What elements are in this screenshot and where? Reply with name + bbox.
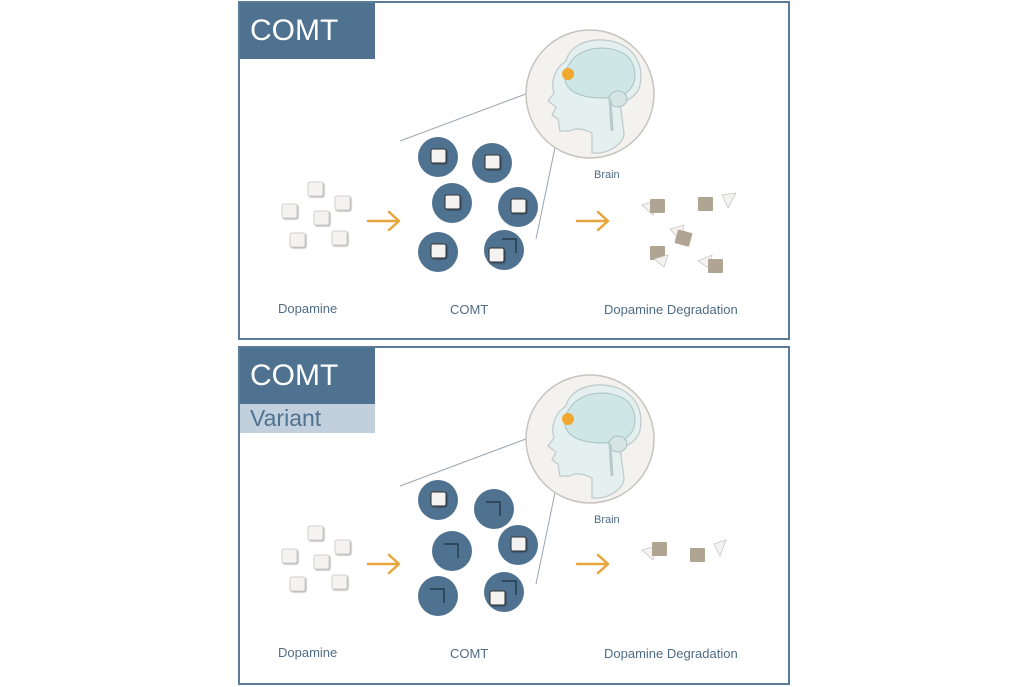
brain-dot	[562, 68, 574, 80]
arrow-to-comt	[366, 210, 401, 232]
arrow-to-degradation	[575, 553, 610, 575]
brain-shape	[564, 47, 636, 99]
brain-illustration	[525, 374, 655, 504]
comt-label: COMT	[450, 646, 489, 661]
panel-comt: COMT Brain Dopamine COMT Dopamine Degrad…	[238, 1, 790, 340]
arrow-to-degradation	[575, 210, 610, 232]
degradation-products	[641, 192, 737, 273]
brain-shape	[564, 392, 636, 444]
brain-label: Brain	[594, 514, 620, 526]
brain-dot	[562, 413, 574, 425]
brainstem-shape	[608, 443, 614, 477]
comt-enzymes	[418, 137, 538, 272]
panel-title: COMT	[240, 348, 375, 404]
degradation-products	[641, 539, 727, 562]
dopamine-label: Dopamine	[278, 301, 338, 316]
dopamine-cluster	[281, 181, 351, 248]
comt-label: COMT	[450, 302, 489, 317]
brain-illustration	[525, 29, 655, 159]
panel-title: COMT	[240, 3, 375, 59]
degradation-label: Dopamine Degradation	[604, 302, 738, 317]
panel-subtitle: Variant	[240, 404, 375, 433]
brain-label: Brain	[594, 169, 620, 181]
brainstem-shape	[608, 98, 614, 132]
diagram-comt-variant	[281, 374, 727, 616]
zoom-line-upper	[399, 429, 551, 487]
arrow-to-comt	[366, 553, 401, 575]
degradation-label: Dopamine Degradation	[604, 646, 738, 661]
cerebellum-shape	[608, 435, 628, 453]
cerebellum-shape	[608, 90, 628, 108]
comt-enzymes	[418, 480, 538, 616]
diagram-comt	[281, 29, 737, 273]
panel-comt-variant: COMT Variant Brain Dopamine COMT Dopamin…	[238, 346, 790, 685]
dopamine-label: Dopamine	[278, 645, 338, 660]
zoom-line-upper	[399, 84, 551, 142]
dopamine-cluster	[281, 525, 351, 592]
